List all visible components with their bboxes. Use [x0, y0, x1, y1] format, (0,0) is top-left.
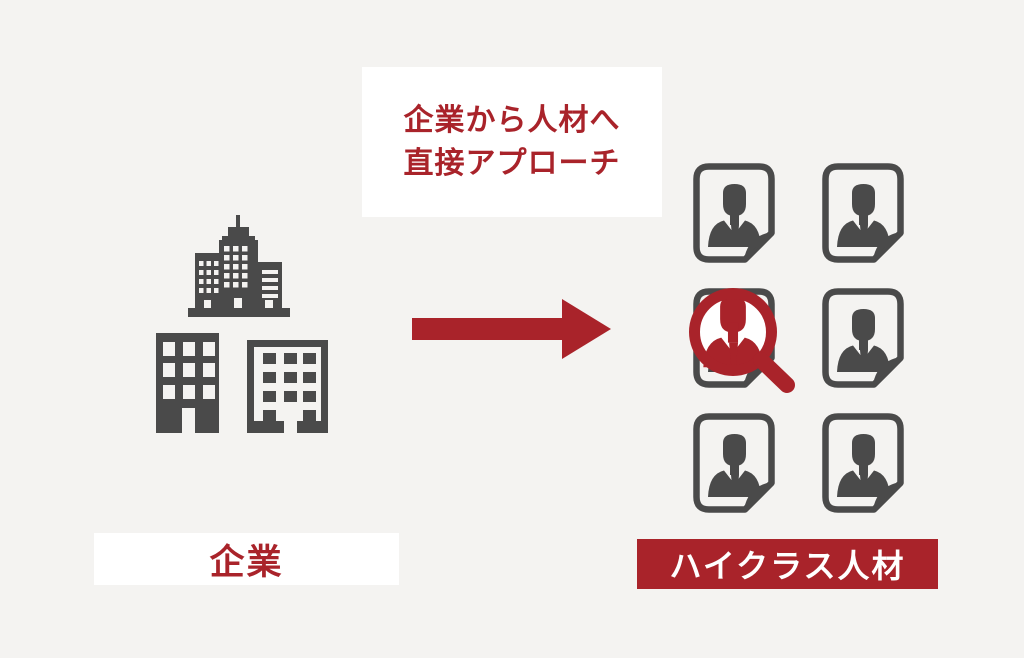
resume-card-icon — [822, 163, 905, 263]
magnifier-icon — [689, 288, 795, 393]
talent-card — [689, 288, 795, 393]
resume-card-icon — [693, 163, 776, 263]
company-buildings-icon — [156, 215, 328, 433]
talent-grid — [689, 163, 905, 513]
company-label: 企業 — [209, 542, 284, 582]
company-label-bar: 企業 — [94, 533, 399, 585]
talent-card — [822, 288, 905, 388]
talent-card — [693, 413, 776, 513]
right-arrow-icon — [412, 299, 611, 359]
talent-label-bar: ハイクラス人材 — [637, 539, 938, 589]
approach-annotation-box: 企業から人材へ 直接アプローチ — [362, 67, 662, 217]
annotation-line-1: 企業から人材へ — [403, 104, 621, 137]
talent-card — [693, 163, 776, 263]
resume-card-icon — [822, 288, 905, 388]
talent-label: ハイクラス人材 — [669, 548, 906, 584]
talent-card — [822, 163, 905, 263]
resume-card-icon — [822, 413, 905, 513]
resume-card-icon — [693, 413, 776, 513]
annotation-line-2: 直接アプローチ — [403, 147, 621, 180]
talent-card — [822, 413, 905, 513]
